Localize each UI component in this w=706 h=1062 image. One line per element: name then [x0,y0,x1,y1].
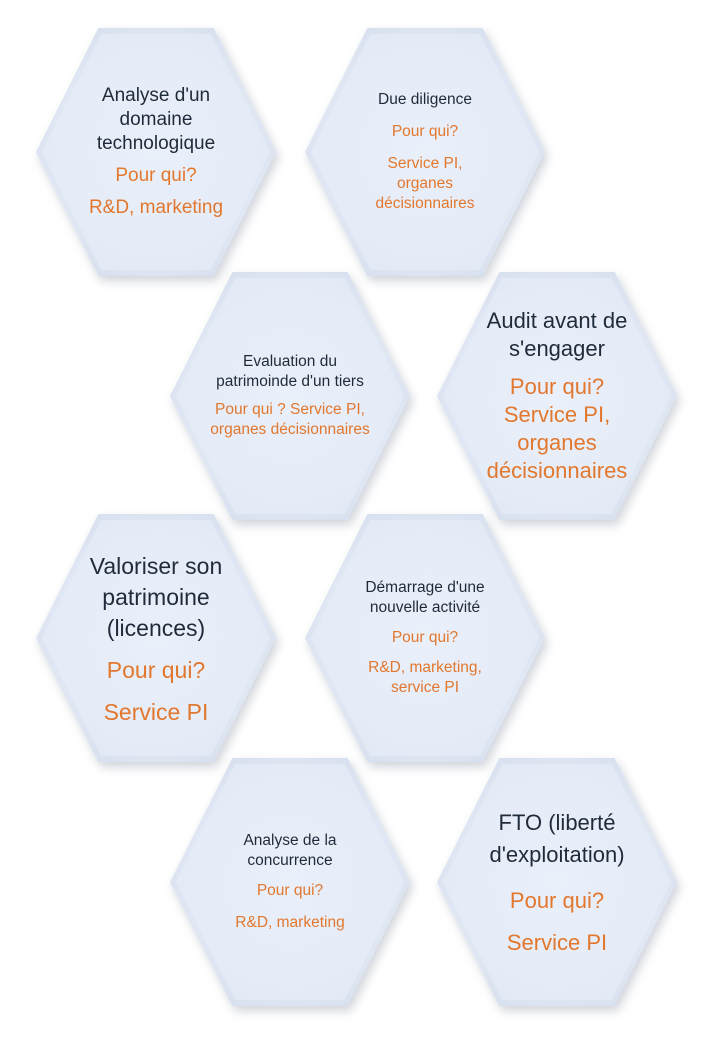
hex-who-label: Pour qui? [391,123,459,140]
hex-audit: Audit avant de s'engager Pour qui? Servi… [437,272,677,520]
hex-title: Audit avant de s'engager [486,308,628,361]
hex-fto: FTO (liberté d'exploitation) Pour qui? S… [437,758,677,1006]
hex-who-label: Pour qui? [106,656,206,683]
hex-title: Valoriser son patrimoine (licences) [89,552,223,641]
hex-who: Service PI [506,930,608,955]
hex-title: Analyse d'un domaine technologique [96,85,216,154]
hex-analyse-domaine: Analyse d'un domaine technologique Pour … [36,28,276,276]
hex-who-label: Pour qui? [256,882,324,899]
hex-demarrage: Démarrage d'une nouvelle activité Pour q… [305,514,545,762]
hex-title: Evaluation du patrimoinde d'un tiers [216,353,364,390]
hex-who-label: Pour qui? [509,888,605,913]
hex-due-diligence: Due diligence Pour qui? Service PI, orga… [305,28,545,276]
hex-who: Service PI [103,698,209,725]
hex-who-label: Pour qui? [509,374,605,399]
hex-who-label: Pour qui? [115,165,197,186]
hex-who: R&D, marketing [235,914,345,931]
hex-who: Service PI, organes décisionnaires [375,155,475,212]
hex-title: Démarrage d'une nouvelle activité [365,579,485,616]
hex-evaluation-patrimoine: Evaluation du patrimoinde d'un tiers Pou… [170,272,410,520]
hex-title: Analyse de la concurrence [243,832,337,869]
hex-title: Due diligence [378,91,472,108]
hex-who-label: Pour qui? [391,629,459,646]
hex-who-label: Pour qui ? Service PI, organes décisionn… [210,401,370,438]
hex-title: FTO (liberté d'exploitation) [489,810,625,867]
hex-who: R&D, marketing [88,197,224,218]
hex-valoriser: Valoriser son patrimoine (licences) Pour… [36,514,276,762]
hex-who: R&D, marketing, service PI [368,659,482,696]
hex-analyse-concurrence: Analyse de la concurrence Pour qui? R&D,… [170,758,410,1006]
hex-who: Service PI, organes décisionnaires [486,402,628,483]
